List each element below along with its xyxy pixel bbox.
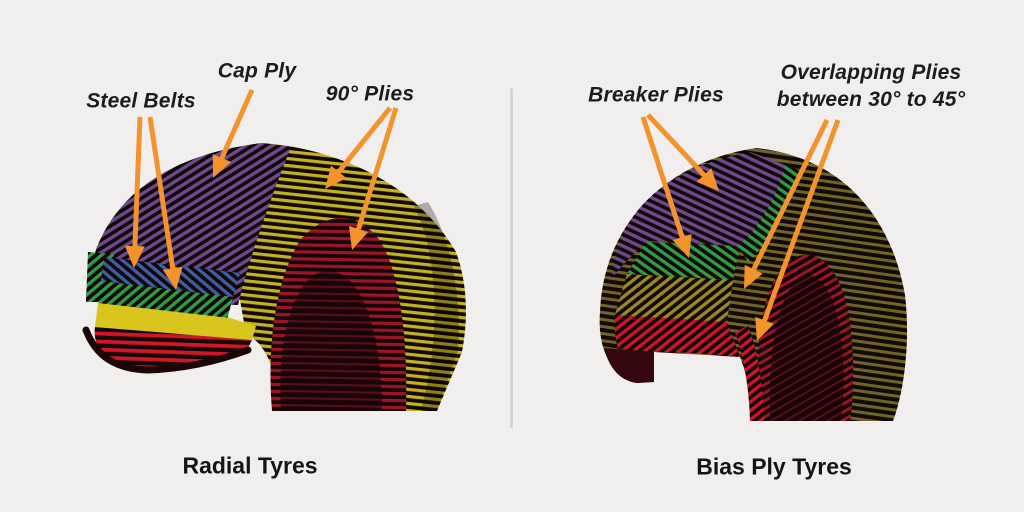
bias-bead-hole bbox=[769, 275, 844, 421]
arrow-head bbox=[744, 264, 763, 289]
caption-bias-ply-tyres: Bias Ply Tyres bbox=[696, 453, 852, 480]
arrow-head bbox=[162, 266, 183, 290]
bias-breaker-green-edge-strip bbox=[738, 163, 800, 262]
panel-divider bbox=[510, 88, 513, 428]
label-breaker-plies: Breaker Plies bbox=[588, 83, 724, 107]
bias-red-pillar-strip bbox=[735, 326, 764, 421]
arrow-shaft bbox=[640, 116, 686, 241]
bias-breaker-green-band bbox=[627, 242, 740, 280]
label-90-degree-plies: 90° Plies bbox=[325, 82, 415, 106]
arrow-shaft bbox=[218, 88, 255, 162]
bias-overlapping-olive-band bbox=[615, 274, 733, 322]
label-overlapping-line1: Overlapping Plies bbox=[780, 61, 962, 84]
label-steel-belts: Steel Belts bbox=[86, 89, 196, 113]
arrow-head bbox=[348, 226, 369, 250]
arrow-shaft bbox=[646, 113, 708, 179]
bias-top-ply-purple bbox=[612, 152, 788, 278]
arrow-head bbox=[672, 233, 692, 258]
arrow-head bbox=[212, 153, 232, 178]
radial-yellow-ply-edge bbox=[95, 303, 256, 340]
arrow-head bbox=[696, 168, 719, 191]
label-overlapping-plies: Overlapping Plies between 30° to 45° bbox=[777, 59, 965, 113]
arrow-head bbox=[325, 165, 347, 189]
arrow-shaft bbox=[750, 118, 830, 274]
radial-bead-hole bbox=[280, 270, 382, 411]
arrow-shaft bbox=[147, 116, 176, 272]
caption-radial-tyres: Radial Tyres bbox=[182, 452, 318, 479]
bias-tyre-illustration bbox=[599, 148, 908, 421]
arrow-shaft bbox=[355, 107, 399, 233]
bias-underside-curl bbox=[604, 348, 654, 383]
radial-steel-belt-green-layer bbox=[98, 281, 233, 320]
radial-tyre-illustration bbox=[82, 143, 466, 411]
label-cap-ply: Cap Ply bbox=[217, 59, 297, 83]
arrow-shaft bbox=[132, 116, 143, 250]
arrow-shaft bbox=[334, 106, 392, 176]
radial-shoulder-shadow bbox=[414, 202, 459, 411]
annotation-arrows bbox=[124, 88, 841, 341]
label-overlapping-line2: between 30° to 45° bbox=[776, 88, 966, 111]
arrow-head bbox=[124, 245, 145, 268]
bias-overlapping-red-band bbox=[614, 315, 740, 357]
radial-underside-curl bbox=[82, 326, 252, 374]
arrow-head bbox=[755, 316, 774, 341]
arrow-shaft bbox=[761, 119, 841, 325]
